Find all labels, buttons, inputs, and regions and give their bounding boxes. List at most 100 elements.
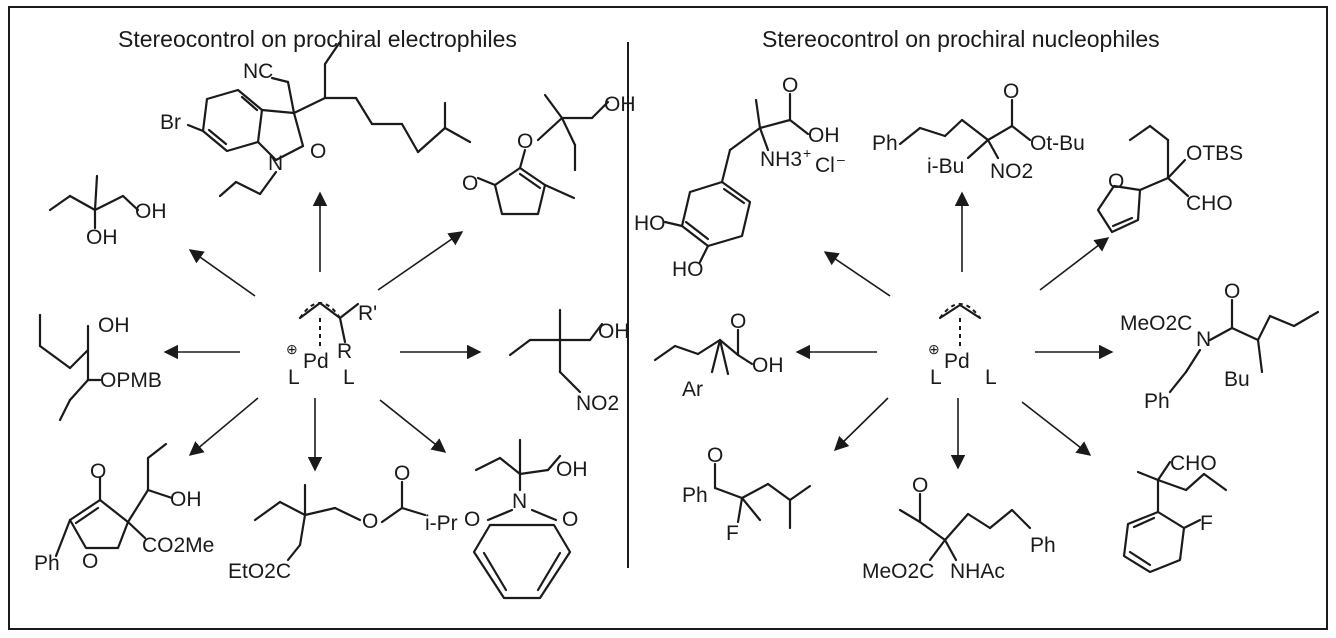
- eto2c-label: EtO2C: [228, 560, 291, 583]
- figure-border: [8, 6, 1328, 630]
- left-product-cyclopentenone: O O OH: [462, 93, 636, 216]
- carbonyl-o-label: O: [912, 474, 928, 497]
- meo2c-label: MeO2C: [862, 560, 934, 583]
- oh-label: OH: [170, 488, 202, 511]
- furan-o-label: O: [1108, 170, 1124, 193]
- o-label-2: O: [562, 508, 578, 531]
- left-heading: Stereocontrol on prochiral electrophiles: [118, 26, 517, 52]
- ph-label: Ph: [1030, 534, 1056, 557]
- right-product-amide: MeO2C N O Bu Ph: [1120, 280, 1320, 413]
- left-product-furanone: O O Ph OH CO2Me: [34, 442, 214, 575]
- arrow-up-right: [377, 231, 464, 291]
- oh-label-2: OH: [86, 226, 118, 249]
- right-product-nitro-ester: Ph O Ot-Bu i-Bu NO2: [872, 80, 1085, 183]
- ipr-label: i-Pr: [425, 512, 458, 535]
- cl-label: Cl: [815, 154, 835, 177]
- ar-label: Ar: [682, 378, 703, 401]
- ligand-left: L: [288, 366, 300, 389]
- right-product-amino-ester: O Ph MeO2C NHAc: [862, 474, 1056, 583]
- oh-label: OH: [752, 354, 784, 377]
- carbonyl-o-label: O: [707, 444, 723, 467]
- oh-label: OH: [808, 124, 840, 147]
- br-label: Br: [160, 111, 181, 134]
- no2-label: NO2: [990, 160, 1033, 183]
- co2me-label: CO2Me: [142, 534, 214, 557]
- right-pd-allyl-complex: ⊕ Pd L L: [928, 303, 997, 389]
- left-product-opmb: OH OPMB: [38, 313, 162, 422]
- oh-label: OH: [604, 93, 636, 116]
- meo2c-label: MeO2C: [1120, 312, 1192, 335]
- cho-label: CHO: [1186, 192, 1233, 215]
- carbonyl-o-label: O: [782, 74, 798, 97]
- f-label: F: [726, 522, 739, 545]
- f-label: F: [1200, 512, 1213, 535]
- opmb-label: OPMB: [100, 369, 162, 392]
- left-product-phthalimide: OH N O O: [464, 438, 588, 600]
- left-product-ester: O O i-Pr EtO2C: [228, 462, 458, 583]
- n-label: N: [512, 490, 527, 513]
- oh-label: OH: [556, 458, 588, 481]
- right-arrows: [795, 191, 1114, 470]
- left-product-diol: OH OH: [48, 174, 167, 249]
- ph-label: Ph: [34, 552, 60, 575]
- right-product-fluoroaryl: CHO F: [1122, 452, 1228, 574]
- otbu-label: Ot-Bu: [1030, 132, 1085, 155]
- carbonyl-o-label: O: [1224, 280, 1240, 303]
- right-heading: Stereocontrol on prochiral nucleophiles: [762, 26, 1160, 52]
- n-label: N: [1196, 328, 1211, 351]
- pd-label: Pd: [303, 350, 329, 373]
- ketone-o-label: O: [90, 460, 106, 483]
- ph-label: Ph: [682, 484, 708, 507]
- ph-label: Ph: [872, 132, 898, 155]
- left-product-nitro: OH NO2: [508, 308, 630, 415]
- o-label: O: [310, 140, 326, 163]
- nh3-label: NH3: [760, 148, 802, 171]
- ph-label: Ph: [1144, 390, 1170, 413]
- left-pd-allyl-complex: R' R ⊕ Pd L L: [286, 301, 377, 389]
- arrow-down-left: [188, 397, 259, 456]
- r-label: R: [337, 340, 352, 363]
- arrow-down-left: [833, 397, 889, 452]
- carbonyl-o-label: O: [730, 310, 746, 333]
- r-prime-label: R': [358, 302, 377, 325]
- otbs-label: OTBS: [1186, 142, 1243, 165]
- arrow-down-right: [379, 399, 447, 453]
- ligand-left: L: [930, 366, 942, 389]
- ketone-o-label: O: [462, 172, 478, 195]
- ester-o-label-2: O: [394, 462, 410, 485]
- oh-label: OH: [98, 314, 130, 337]
- ligand-right: L: [985, 366, 997, 389]
- cho-label: CHO: [1170, 452, 1217, 475]
- oh-label-1: OH: [135, 200, 167, 223]
- left-arrows: [163, 191, 482, 472]
- left-product-oxindole: Br N O NC: [160, 40, 472, 198]
- nh3-plus: +: [803, 145, 811, 161]
- oh-label: OH: [598, 320, 630, 343]
- ligand-right: L: [343, 366, 355, 389]
- nc-label: NC: [243, 60, 273, 83]
- pd-label: Pd: [944, 350, 970, 373]
- right-product-fluoroketone: O Ph F: [682, 444, 812, 545]
- arrow-down-right: [1021, 401, 1092, 456]
- o-label-1: O: [464, 508, 480, 531]
- plus-charge: ⊕: [928, 341, 940, 357]
- plus-charge: ⊕: [286, 341, 298, 357]
- carbonyl-o-label: O: [1003, 80, 1019, 103]
- ibu-label: i-Bu: [927, 155, 964, 178]
- ho-label-2: HO: [672, 258, 704, 281]
- ester-o-label-1: O: [362, 510, 378, 533]
- arrow-up-left: [823, 251, 891, 297]
- cl-minus: –: [837, 151, 845, 167]
- nhac-label: NHAc: [950, 560, 1005, 583]
- bu-label: Bu: [1224, 368, 1250, 391]
- ether-o-label: O: [517, 130, 533, 153]
- ho-label-1: HO: [634, 212, 666, 235]
- right-product-aryl-acid: O OH Ar: [653, 310, 784, 401]
- right-product-furyl: OTBS CHO O: [1096, 124, 1243, 234]
- no2-label: NO2: [576, 392, 619, 415]
- arrow-up-right: [1039, 237, 1110, 291]
- arrow-up-left: [188, 249, 256, 297]
- n-label: N: [268, 152, 283, 175]
